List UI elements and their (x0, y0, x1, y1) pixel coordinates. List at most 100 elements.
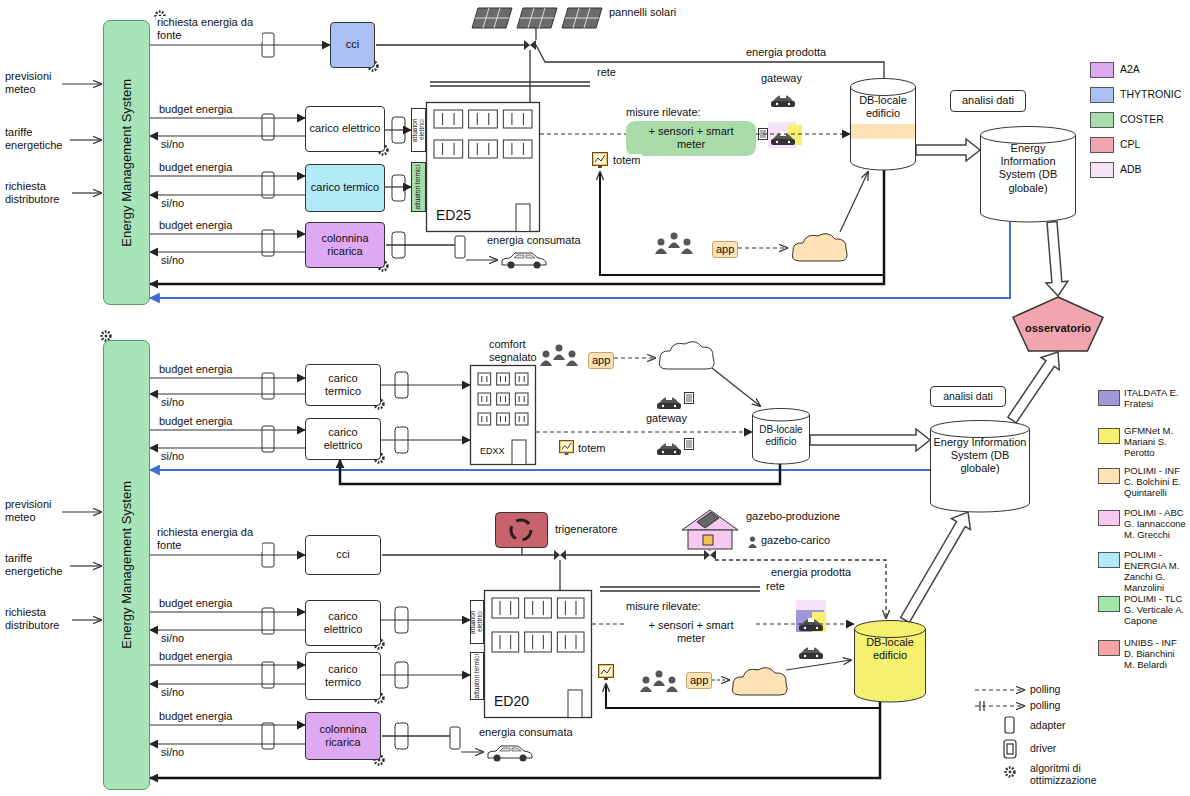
building: EDXX (470, 365, 536, 465)
window (497, 413, 510, 425)
label: app (686, 672, 712, 689)
process-box: carico termico (305, 164, 385, 212)
adapter-symbol (262, 33, 274, 749)
power-lines (559, 560, 560, 590)
window (557, 598, 584, 618)
cylinder-top (855, 621, 926, 638)
database-cylinder: DB-locale edificio (854, 620, 926, 702)
input-arrows (70, 565, 101, 566)
gateway-icon (657, 396, 681, 409)
adapter-symbol (262, 373, 274, 399)
power-lines (529, 50, 530, 102)
connector (150, 44, 330, 45)
edge-label: si/no (160, 632, 185, 645)
cylinder-band (851, 124, 915, 139)
node-text: carico termico (309, 372, 377, 398)
junction-symbol (554, 550, 566, 560)
cylinder-top (931, 421, 1030, 438)
window-sensor (519, 416, 524, 422)
charger-and-car (502, 253, 546, 269)
driver-symbol (392, 117, 408, 749)
process-box: analisi dati (930, 386, 1006, 407)
connector (385, 129, 411, 130)
process-box: carico elettrico (305, 106, 385, 152)
window-sensor (519, 396, 524, 402)
edge-label: si/no (160, 396, 185, 409)
legend-sample (1005, 717, 1014, 733)
label: rete (765, 580, 786, 593)
power-lines (382, 735, 450, 736)
label: energia prodotta (770, 566, 852, 579)
power-lines (430, 81, 590, 82)
edge-label: si/no (160, 254, 185, 267)
power-lines (536, 45, 884, 78)
edge-label: budget energia (158, 161, 233, 174)
legend-swatch (1090, 162, 1114, 178)
node-text: carico termico (311, 181, 379, 194)
power-lines (715, 560, 886, 618)
node-text: Energy Information System (DB globale) (933, 436, 1027, 476)
window-sensor (482, 416, 487, 422)
power-lines (600, 586, 760, 587)
charger-and-car (455, 236, 465, 258)
gazebo-illustration (682, 510, 738, 549)
connector (150, 135, 305, 136)
edge-label: si/no (160, 450, 185, 463)
building-outline (471, 366, 536, 465)
building-outline (485, 591, 592, 718)
node-text: cci (336, 548, 349, 561)
connector (150, 175, 305, 176)
edge-label: si/no (160, 686, 185, 699)
legend-text: algoritmi di ottimizzazione (1030, 762, 1150, 786)
connector (150, 629, 305, 630)
edge-label: budget energia (158, 363, 233, 376)
legend-text: polling (1030, 699, 1060, 711)
legend-text: THYTRONIC (1120, 88, 1181, 100)
node-heading: misure rilevate: (626, 600, 701, 613)
data-flow-lines (738, 247, 787, 248)
legend-gear (1006, 768, 1015, 777)
legend-sample (980, 701, 984, 711)
measure-box: misure rilevate:+ sensori + smart meter (626, 600, 756, 644)
label: gateway (645, 412, 688, 425)
cylinder-body (753, 415, 810, 464)
window (503, 140, 532, 158)
process-box: cci (305, 535, 381, 575)
cylinder-body (851, 87, 916, 170)
users-icon (540, 351, 552, 367)
input-arrows (62, 84, 101, 620)
legend-text: A2A (1120, 63, 1140, 75)
power-lines (535, 28, 536, 40)
node-text: ED20 (494, 693, 529, 710)
window (492, 632, 519, 652)
legend-swatch (1098, 428, 1120, 444)
connector (150, 469, 930, 471)
door (516, 204, 530, 232)
cylinder-top (753, 409, 810, 421)
label: app (712, 241, 738, 258)
connector (150, 611, 305, 612)
database-cylinder: Energy Information System (DB globale) (930, 420, 1030, 512)
window-sensor (565, 635, 576, 649)
process-box: colonnina ricarica (305, 222, 385, 268)
process-box: carico termico (305, 652, 381, 700)
gateway-icon (657, 442, 681, 455)
data-flow-lines (614, 357, 655, 358)
window-sensor (482, 396, 487, 402)
window (503, 110, 532, 128)
legend-swatch (1098, 390, 1120, 406)
junction-symbol (704, 550, 716, 560)
label: gazebo-carico (760, 534, 831, 547)
building: ED25 (426, 102, 540, 232)
legend-text: POLIMI - INF C. Bolchini E. Quintarelli (1124, 466, 1186, 499)
connector (150, 664, 305, 665)
cylinder-body (931, 429, 1030, 512)
totem-icon (599, 665, 614, 681)
cycle-arrows (511, 520, 531, 540)
charger-and-car (461, 752, 483, 753)
window-sensor (565, 601, 576, 615)
power-lines (376, 28, 886, 736)
connector (381, 619, 470, 620)
window (469, 110, 498, 128)
window (434, 140, 463, 158)
